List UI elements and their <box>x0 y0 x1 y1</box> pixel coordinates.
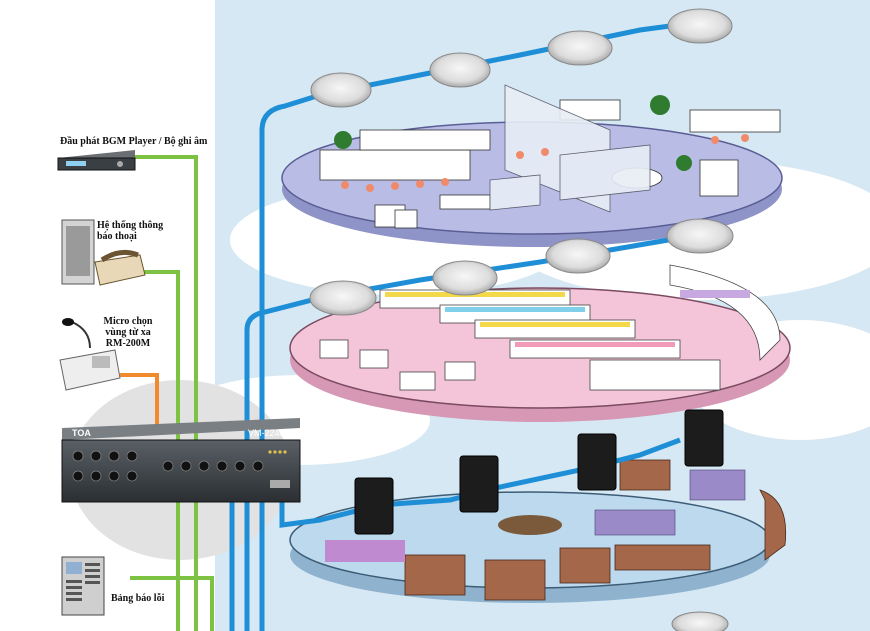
remote-mic-label: Micro chọn vùng từ xa RM-200M <box>93 316 163 349</box>
mall-floor <box>289 459 787 603</box>
telephone-icon <box>61 219 146 286</box>
mixer-amplifier-icon <box>61 418 301 503</box>
remote-mic-label-line1: Micro chọn <box>103 316 153 327</box>
fault-panel-icon <box>61 556 105 616</box>
phone-system-label-line1: Hệ thống thông <box>97 220 164 231</box>
phone-system-label: Hệ thống thông báo thoại <box>97 220 163 242</box>
ceiling-speaker-icon <box>309 8 734 631</box>
mic-line <box>120 373 159 430</box>
bgm-player-icon <box>57 150 136 171</box>
wall-speaker-icon <box>354 409 724 535</box>
remote-mic-label-line3: RM-200M <box>105 338 151 349</box>
amplifier-brand: TOA <box>72 428 91 438</box>
microphone-icon <box>59 318 121 391</box>
bgm-player-label: Đầu phát BGM Player / Bộ ghi âm <box>60 136 208 147</box>
remote-mic-label-line2: vùng từ xa <box>105 327 151 338</box>
store-floor <box>289 264 791 422</box>
amplifier-model: VM-2240 <box>248 428 285 438</box>
office-floor <box>281 84 783 247</box>
phone-system-label-line2: báo thoại <box>97 231 137 242</box>
fault-panel-label: Bảng báo lỗi <box>111 593 165 604</box>
